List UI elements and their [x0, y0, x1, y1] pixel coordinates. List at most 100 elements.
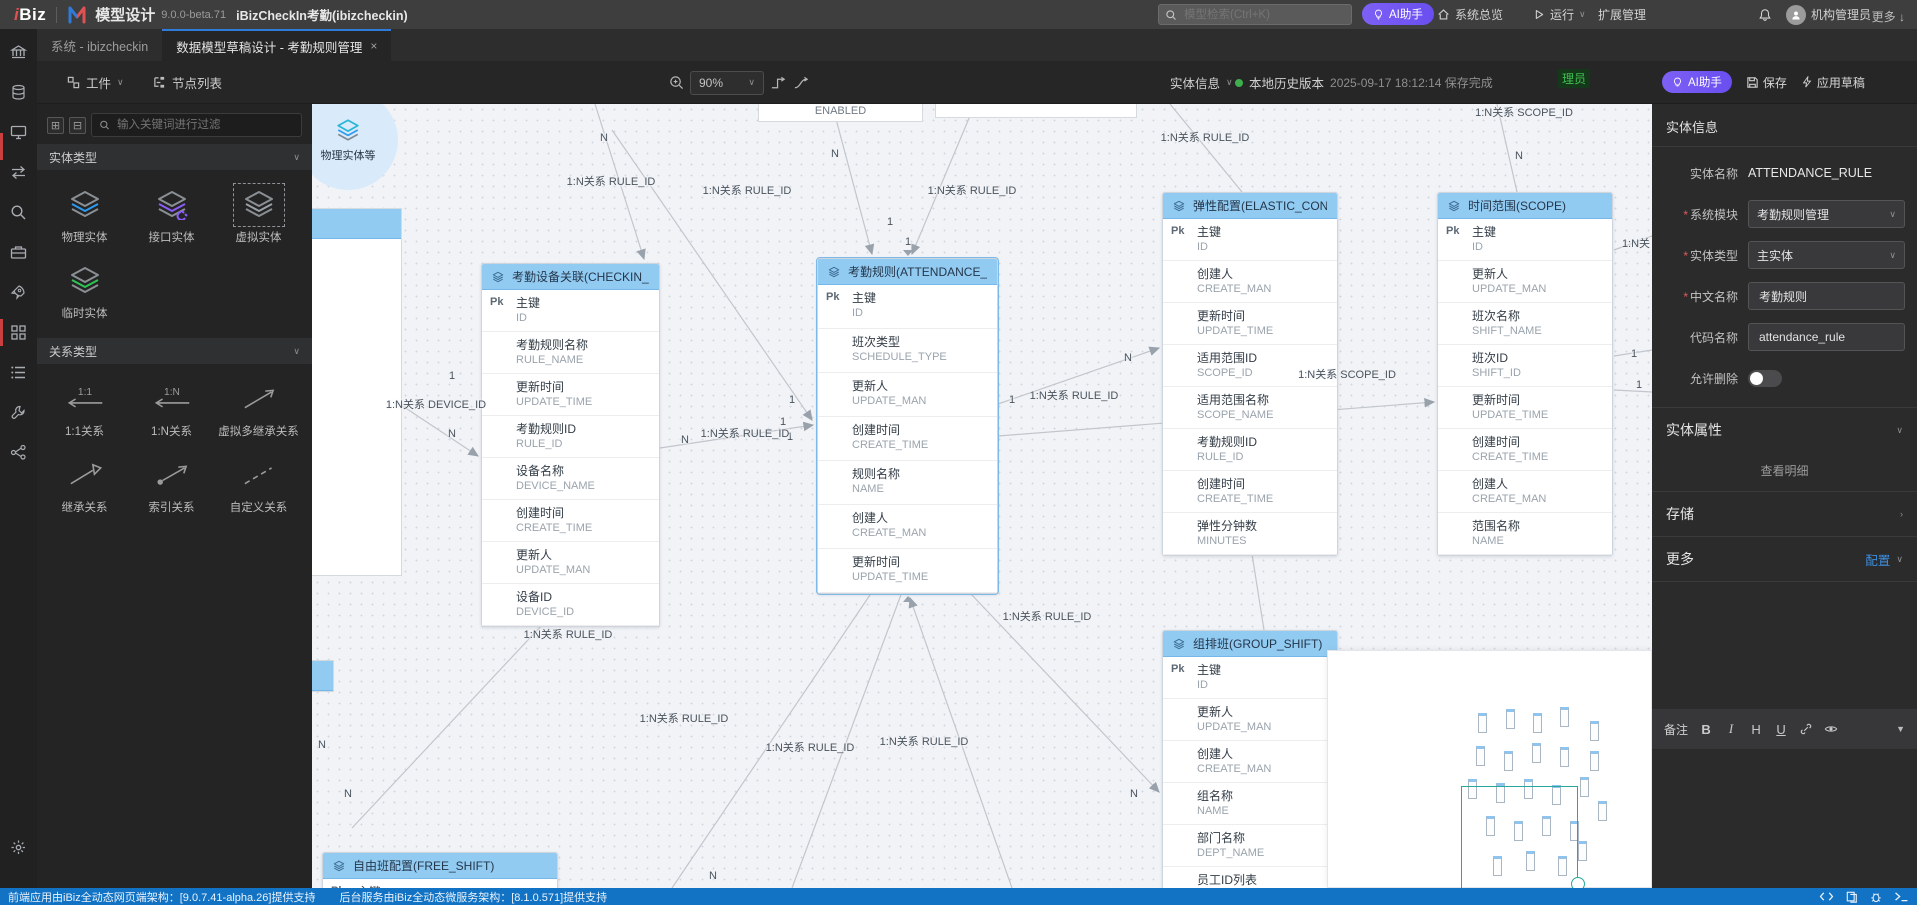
tools-icon[interactable] [0, 395, 37, 429]
palette-relation-5[interactable]: 索引关系 [128, 448, 215, 524]
database-icon[interactable] [0, 75, 37, 109]
entity-type-select[interactable]: 主实体∨ [1748, 241, 1905, 269]
code-name-input[interactable] [1748, 323, 1905, 351]
connector-style-icon[interactable] [793, 76, 810, 90]
expand-all-button[interactable]: ⊞ [47, 116, 64, 134]
user-menu[interactable]: 机构管理员 [1786, 0, 1871, 29]
palette-relation-4[interactable]: 继承关系 [41, 448, 128, 524]
close-tab-icon[interactable]: × [370, 39, 378, 53]
code-icon[interactable] [1819, 891, 1834, 902]
palette-entity-4[interactable]: 临时实体 [41, 254, 128, 330]
minimap[interactable] [1327, 650, 1652, 888]
palette-entity-1[interactable]: 物理实体 [41, 178, 128, 254]
entity-table-attendance_rule[interactable]: 考勤规则(ATTENDANCE_RULE)Pk主键ID班次类型SCHEDULE_… [816, 250, 999, 602]
entity-table-partial[interactable] [312, 208, 402, 576]
entity-type-section-header[interactable]: 实体类型∨ [37, 144, 312, 170]
briefcase-icon[interactable] [0, 235, 37, 269]
entity-attrs-section-header[interactable]: 实体属性∨ [1652, 407, 1917, 452]
entity-table-checkin_device[interactable]: 考勤设备关联(CHECKIN_DEVICE)Pk主键ID考勤规则名称RULE_N… [481, 263, 660, 627]
list-icon[interactable] [0, 355, 37, 389]
link-button[interactable] [1799, 722, 1813, 736]
palette-entity-3[interactable]: 虚拟实体 [215, 178, 302, 254]
preview-eye-button[interactable] [1824, 722, 1838, 736]
palette-relation-3[interactable]: 虚拟多继承关系 [215, 372, 302, 448]
save-button[interactable]: 保存 [1746, 74, 1787, 91]
palette-entity-2[interactable]: 接口实体 [128, 178, 215, 254]
bold-button[interactable]: B [1701, 721, 1711, 737]
terminal-icon[interactable] [1894, 891, 1909, 902]
underline-button[interactable]: U [1776, 721, 1786, 737]
bank-icon[interactable] [0, 35, 37, 69]
storage-section-header[interactable]: 存储› [1652, 491, 1917, 536]
transfer-icon[interactable] [0, 155, 37, 189]
bug-icon[interactable] [1870, 891, 1882, 903]
apps-icon[interactable] [0, 315, 37, 349]
gear-icon[interactable] [0, 830, 37, 864]
local-history-status[interactable]: 本地历史版本 2025-09-17 18:12:14 保存完成 [1235, 61, 1493, 104]
entity-table-elastic_config[interactable]: 弹性配置(ELASTIC_CONFIG)Pk主键ID创建人CREATE_MAN更… [1162, 192, 1338, 556]
entity-header[interactable]: 时间范围(SCOPE) [1438, 193, 1612, 219]
entity-table-partial[interactable] [312, 660, 334, 692]
entity-table-partial[interactable]: ENABLED [758, 104, 923, 122]
more-section-header[interactable]: 更多 配置∨ [1652, 536, 1917, 582]
entity-header[interactable]: 组排班(GROUP_SHIFT) [1163, 631, 1337, 657]
minimap-viewport[interactable] [1461, 786, 1578, 888]
entity-header[interactable]: 考勤规则(ATTENDANCE_RULE) [818, 259, 997, 285]
selection-handle[interactable] [902, 250, 913, 256]
entity-field-row[interactable]: 员工ID列表 [1163, 867, 1337, 888]
tab-0[interactable]: 系统 - ibizcheckin [37, 29, 162, 61]
entity-info-dropdown[interactable]: 实体信息∨ [1170, 77, 1233, 91]
rocket-icon[interactable] [0, 275, 37, 309]
module-select[interactable]: 考勤规则管理∨ [1748, 200, 1905, 228]
artifact-dropdown[interactable]: 工件∨ [67, 61, 124, 104]
config-link[interactable]: 配置 [1865, 553, 1891, 568]
palette-filter-box[interactable] [91, 113, 302, 137]
tab-1[interactable]: 数据模型草稿设计 - 考勤规则管理× [162, 29, 392, 61]
ai-assistant-button[interactable]: AI助手 [1662, 71, 1732, 93]
selection-handle[interactable] [902, 596, 913, 602]
system-overview-button[interactable]: 系统总览 [1437, 0, 1503, 29]
entity-header[interactable]: 考勤设备关联(CHECKIN_DEVICE) [482, 264, 659, 290]
search-icon[interactable] [0, 195, 37, 229]
ai-assistant-button[interactable]: AI助手 [1362, 3, 1434, 25]
notification-bell[interactable] [1758, 0, 1772, 29]
more-tabs-button[interactable]: 更多 ↓ [1871, 10, 1905, 24]
extension-mgmt-button[interactable]: 扩展管理 [1598, 8, 1647, 22]
entity-header[interactable]: 弹性配置(ELASTIC_CONFIG) [1163, 193, 1337, 219]
copy-icon[interactable] [1846, 891, 1858, 903]
